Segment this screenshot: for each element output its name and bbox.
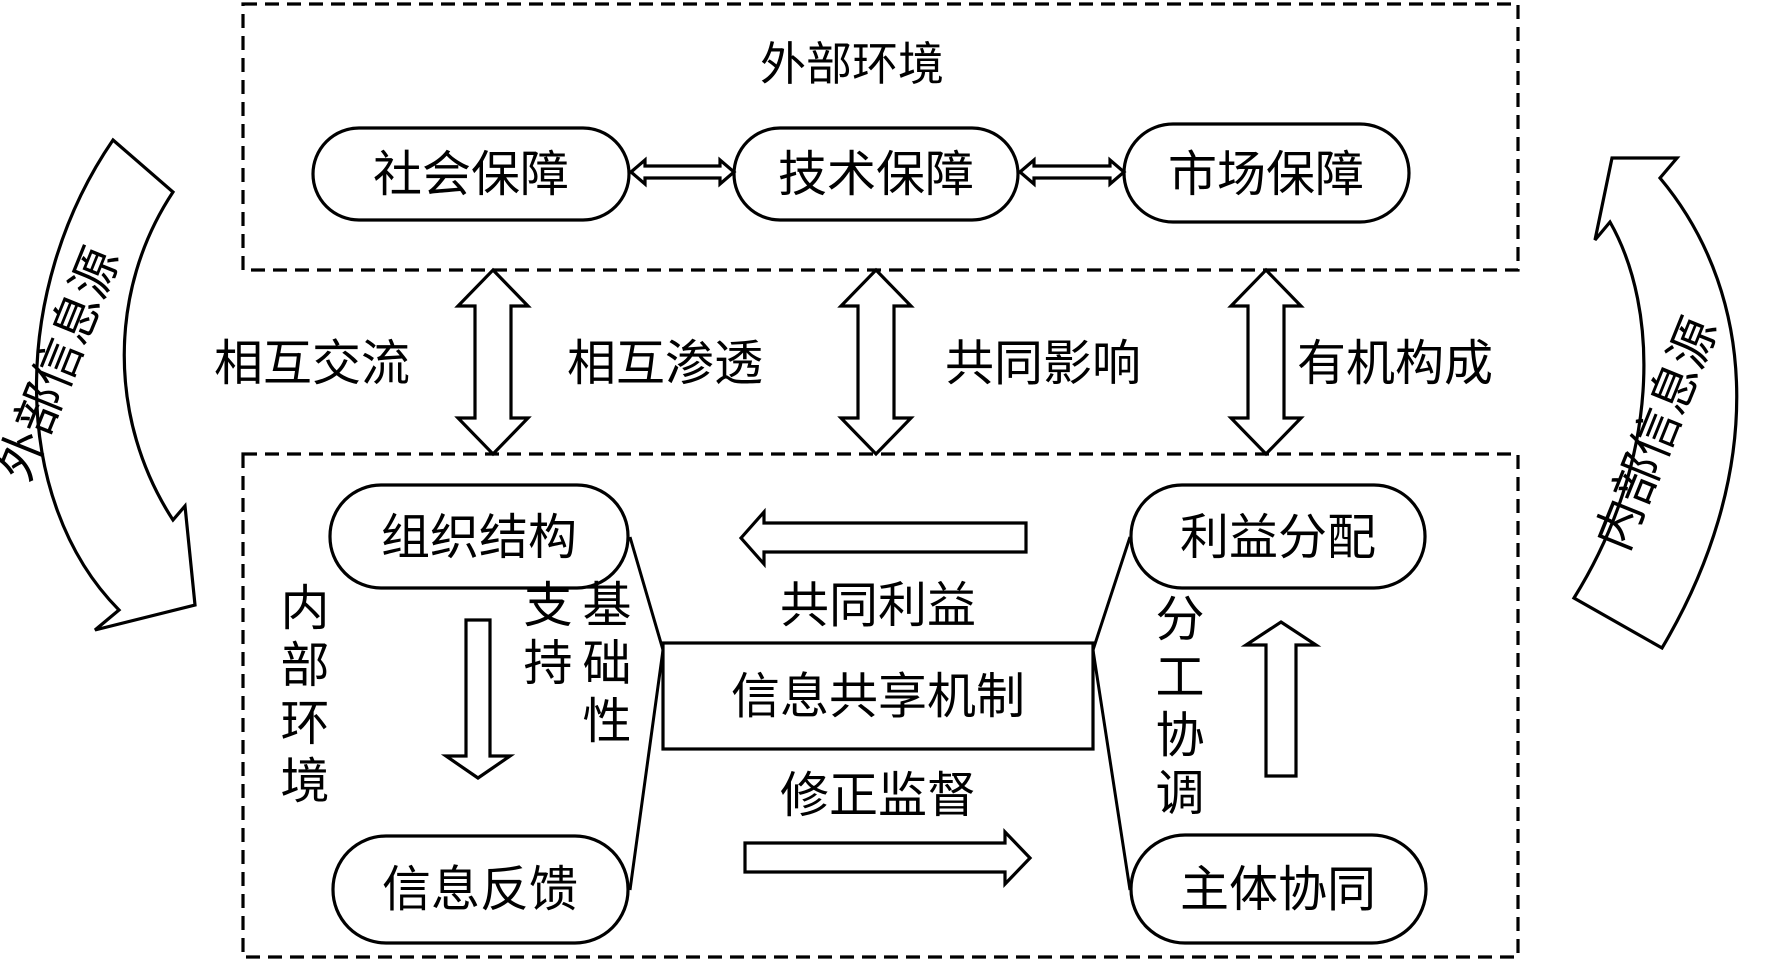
basis-char-1: 基 [582,577,631,634]
subject-coordination-node [1129,833,1428,945]
external-environment-title: 外部环境 [760,37,944,91]
basis-char-3: 性 [582,693,631,750]
mutual-exchange-label: 相互交流 [214,335,410,392]
benefit-distribution-label: 利益分配 [1180,509,1376,566]
exchange-double-arrow [454,267,532,457]
support-char-2: 持 [523,635,572,692]
correction-supervision-arrow [743,828,1033,888]
common-influence-label: 共同影响 [945,335,1141,392]
division-char-3: 协 [1155,707,1204,764]
tech-market-double-arrow [1017,156,1127,188]
basis-char-2: 础 [582,635,631,692]
division-char-2: 工 [1155,649,1204,706]
internal-env-char-2: 部 [280,637,329,694]
common-interest-label: 共同利益 [780,577,976,634]
left-connector-lines [628,536,665,891]
right-connector-lines [1091,536,1132,891]
common-interest-arrow [738,507,1028,569]
external-environment-frame [241,2,1520,272]
down-arrow [440,618,516,780]
info-feedback-label: 信息反馈 [382,861,578,918]
external-info-source-arrow [34,137,197,632]
internal-env-char-3: 环 [280,695,329,752]
mutual-permeation-label: 相互渗透 [567,335,763,392]
social-security-label: 社会保障 [373,146,569,203]
social-security-node [311,126,631,222]
support-char-1: 支 [523,577,572,634]
market-security-label: 市场保障 [1168,146,1364,203]
internal-env-char-1: 内 [280,580,329,637]
organic-composition-label: 有机构成 [1297,335,1493,392]
influence-double-arrow [1227,267,1305,457]
correction-supervision-label: 修正监督 [780,767,976,824]
benefit-distribution-node [1129,483,1427,590]
internal-info-source-arrow [1571,156,1739,651]
division-char-1: 分 [1155,591,1204,648]
internal-env-char-4: 境 [280,753,329,810]
org-structure-node [328,483,630,590]
division-char-4: 调 [1155,765,1204,822]
permeation-double-arrow [837,267,915,457]
subject-coordination-label: 主体协同 [1180,861,1376,918]
org-structure-label: 组织结构 [381,509,577,566]
social-tech-double-arrow [628,156,737,188]
info-feedback-node [331,834,630,945]
tech-security-label: 技术保障 [778,146,974,203]
internal-environment-frame [241,452,1520,959]
up-arrow [1240,620,1322,778]
info-sharing-mechanism-label: 信息共享机制 [731,668,1025,725]
info-sharing-mechanism-box [661,641,1095,751]
